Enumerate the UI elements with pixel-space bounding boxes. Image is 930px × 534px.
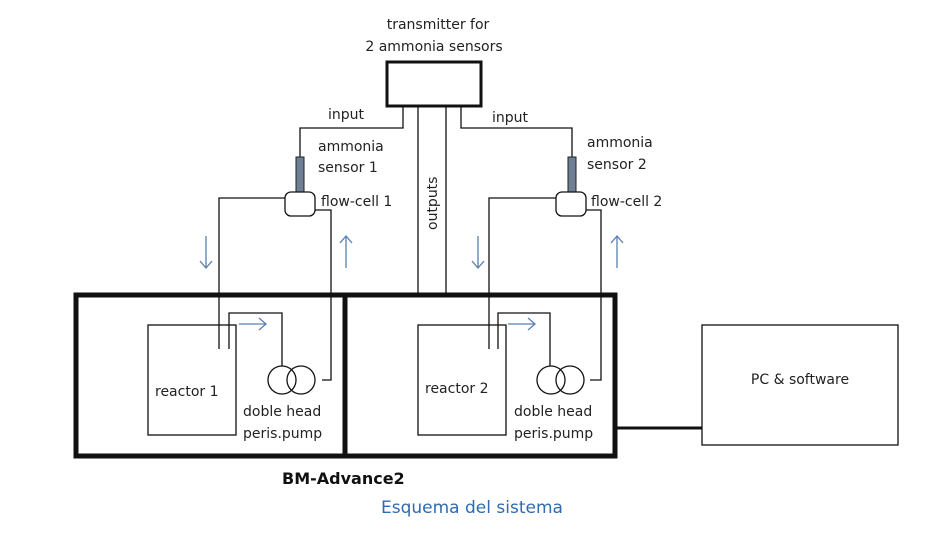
input-wire-right — [460, 106, 573, 160]
reactor1-label: reactor 1 — [155, 384, 219, 400]
pump2-label-line2: peris.pump — [514, 426, 593, 442]
peristaltic-pump-2 — [536, 365, 585, 395]
arrow-up-2 — [610, 235, 624, 268]
transmitter-label-line2: 2 ammonia sensors — [365, 39, 502, 55]
input-wire-left — [299, 106, 404, 160]
tube-loop-2-down — [488, 197, 556, 349]
reactor2-label: reactor 2 — [425, 381, 489, 397]
figure-caption: Esquema del sistema — [381, 498, 563, 518]
arrow-down-1 — [199, 236, 213, 269]
flowcell1-label: flow-cell 1 — [321, 194, 392, 210]
arrow-down-2 — [471, 236, 485, 269]
input-left-label: input — [328, 107, 365, 123]
arrow-right-1 — [239, 317, 267, 331]
arrow-up-1 — [339, 235, 353, 268]
reactor-2 — [417, 324, 507, 436]
transmitter-label-line1: transmitter for — [387, 17, 490, 33]
flow-cell-2 — [555, 191, 587, 217]
pc-box — [701, 324, 899, 446]
flowcell2-label: flow-cell 2 — [591, 194, 662, 210]
device-module-2 — [342, 292, 618, 459]
sensor2-label-line1: ammonia — [587, 135, 653, 151]
pump2-label-line1: doble head — [514, 404, 592, 420]
transmitter-box — [385, 60, 483, 108]
tube-reactor-1-to-pump — [228, 312, 283, 366]
arrow-right-2 — [508, 317, 536, 331]
pc-label: PC & software — [751, 372, 849, 388]
flow-arrows — [199, 235, 624, 331]
sensor1-label-line2: sensor 1 — [318, 160, 378, 176]
sensor2-label-line2: sensor 2 — [587, 157, 647, 173]
input-right-label: input — [492, 110, 529, 126]
pump1-label-line1: doble head — [243, 404, 321, 420]
peristaltic-pump-1 — [267, 365, 316, 395]
sensor1-label-line1: ammonia — [318, 139, 384, 155]
outputs-label: outputs — [425, 177, 441, 230]
flow-cell-1 — [284, 191, 316, 217]
device-name: BM-Advance2 — [282, 469, 405, 488]
tube-loop-1-down — [218, 197, 285, 349]
pump1-label-line2: peris.pump — [243, 426, 322, 442]
reactor-1 — [147, 324, 237, 436]
